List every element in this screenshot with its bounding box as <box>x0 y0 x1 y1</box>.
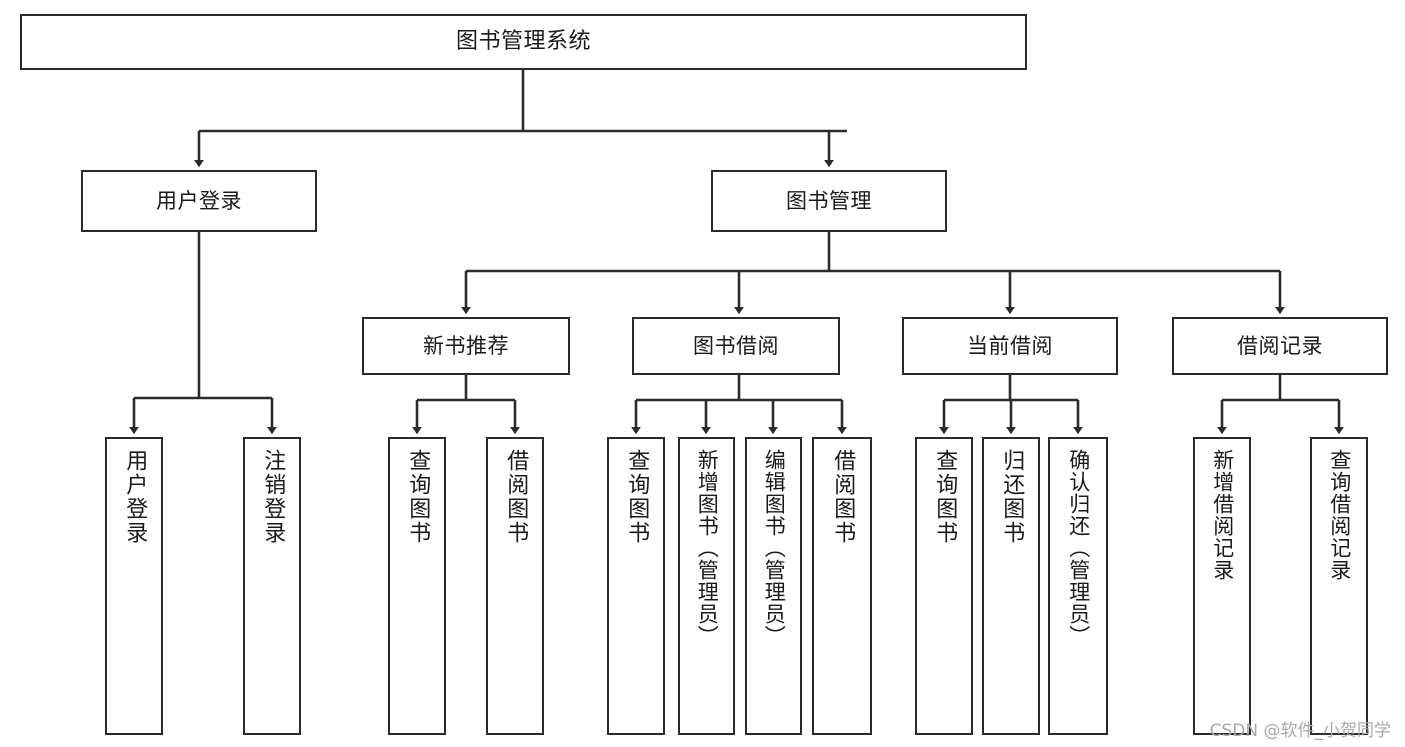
leaf-record-add-record[interactable]: 新增借阅记录 <box>1193 437 1251 735</box>
node-new-book-recommend-label: 新书推荐 <box>423 333 509 358</box>
leaf-user-login-signout[interactable]: 注销登录 <box>243 437 301 735</box>
leaf-current-query-book[interactable]: 查询图书 <box>915 437 973 735</box>
node-current-borrow[interactable]: 当前借阅 <box>902 317 1118 375</box>
leaf-borrow-add-book-label: 新增图书（管理员） <box>695 449 720 647</box>
leaf-recommend-query-book-label: 查询图书 <box>405 449 431 545</box>
leaf-current-return-book[interactable]: 归还图书 <box>982 437 1040 735</box>
watermark-text: CSDN @软件_小贺同学 <box>1209 721 1391 741</box>
leaf-record-query-record[interactable]: 查询借阅记录 <box>1310 437 1368 735</box>
leaf-current-return-book-label: 归还图书 <box>999 449 1025 545</box>
leaf-recommend-query-book[interactable]: 查询图书 <box>388 437 446 735</box>
node-user-login[interactable]: 用户登录 <box>81 170 317 232</box>
node-book-borrow-label: 图书借阅 <box>693 333 779 358</box>
leaf-user-login-signout-label: 注销登录 <box>260 449 286 545</box>
node-user-login-label: 用户登录 <box>156 188 242 213</box>
leaf-borrow-add-book[interactable]: 新增图书（管理员） <box>678 437 735 735</box>
leaf-record-query-record-label: 查询借阅记录 <box>1327 449 1352 581</box>
node-root-label: 图书管理系统 <box>455 29 591 55</box>
node-borrow-record-label: 借阅记录 <box>1237 333 1323 358</box>
leaf-borrow-borrow-book[interactable]: 借阅图书 <box>812 437 872 735</box>
leaf-user-login-signin-label: 用户登录 <box>122 449 148 545</box>
leaf-user-login-signin[interactable]: 用户登录 <box>105 437 163 735</box>
leaf-current-confirm-return[interactable]: 确认归还（管理员） <box>1048 437 1108 735</box>
leaf-borrow-borrow-book-label: 借阅图书 <box>830 449 856 545</box>
node-book-management[interactable]: 图书管理 <box>711 170 947 232</box>
node-root[interactable]: 图书管理系统 <box>20 14 1027 70</box>
node-current-borrow-label: 当前借阅 <box>967 333 1053 358</box>
leaf-current-confirm-return-label: 确认归还（管理员） <box>1066 449 1091 647</box>
leaf-recommend-borrow-book-label: 借阅图书 <box>503 449 529 545</box>
leaf-borrow-query-book[interactable]: 查询图书 <box>607 437 665 735</box>
leaf-record-add-record-label: 新增借阅记录 <box>1210 449 1235 581</box>
node-borrow-record[interactable]: 借阅记录 <box>1172 317 1388 375</box>
leaf-borrow-query-book-label: 查询图书 <box>624 449 650 545</box>
leaf-borrow-edit-book-label: 编辑图书（管理员） <box>762 449 787 647</box>
leaf-recommend-borrow-book[interactable]: 借阅图书 <box>486 437 544 735</box>
node-new-book-recommend[interactable]: 新书推荐 <box>362 317 570 375</box>
leaf-current-query-book-label: 查询图书 <box>932 449 958 545</box>
node-book-borrow[interactable]: 图书借阅 <box>632 317 840 375</box>
leaf-borrow-edit-book[interactable]: 编辑图书（管理员） <box>745 437 802 735</box>
node-book-management-label: 图书管理 <box>786 188 872 213</box>
